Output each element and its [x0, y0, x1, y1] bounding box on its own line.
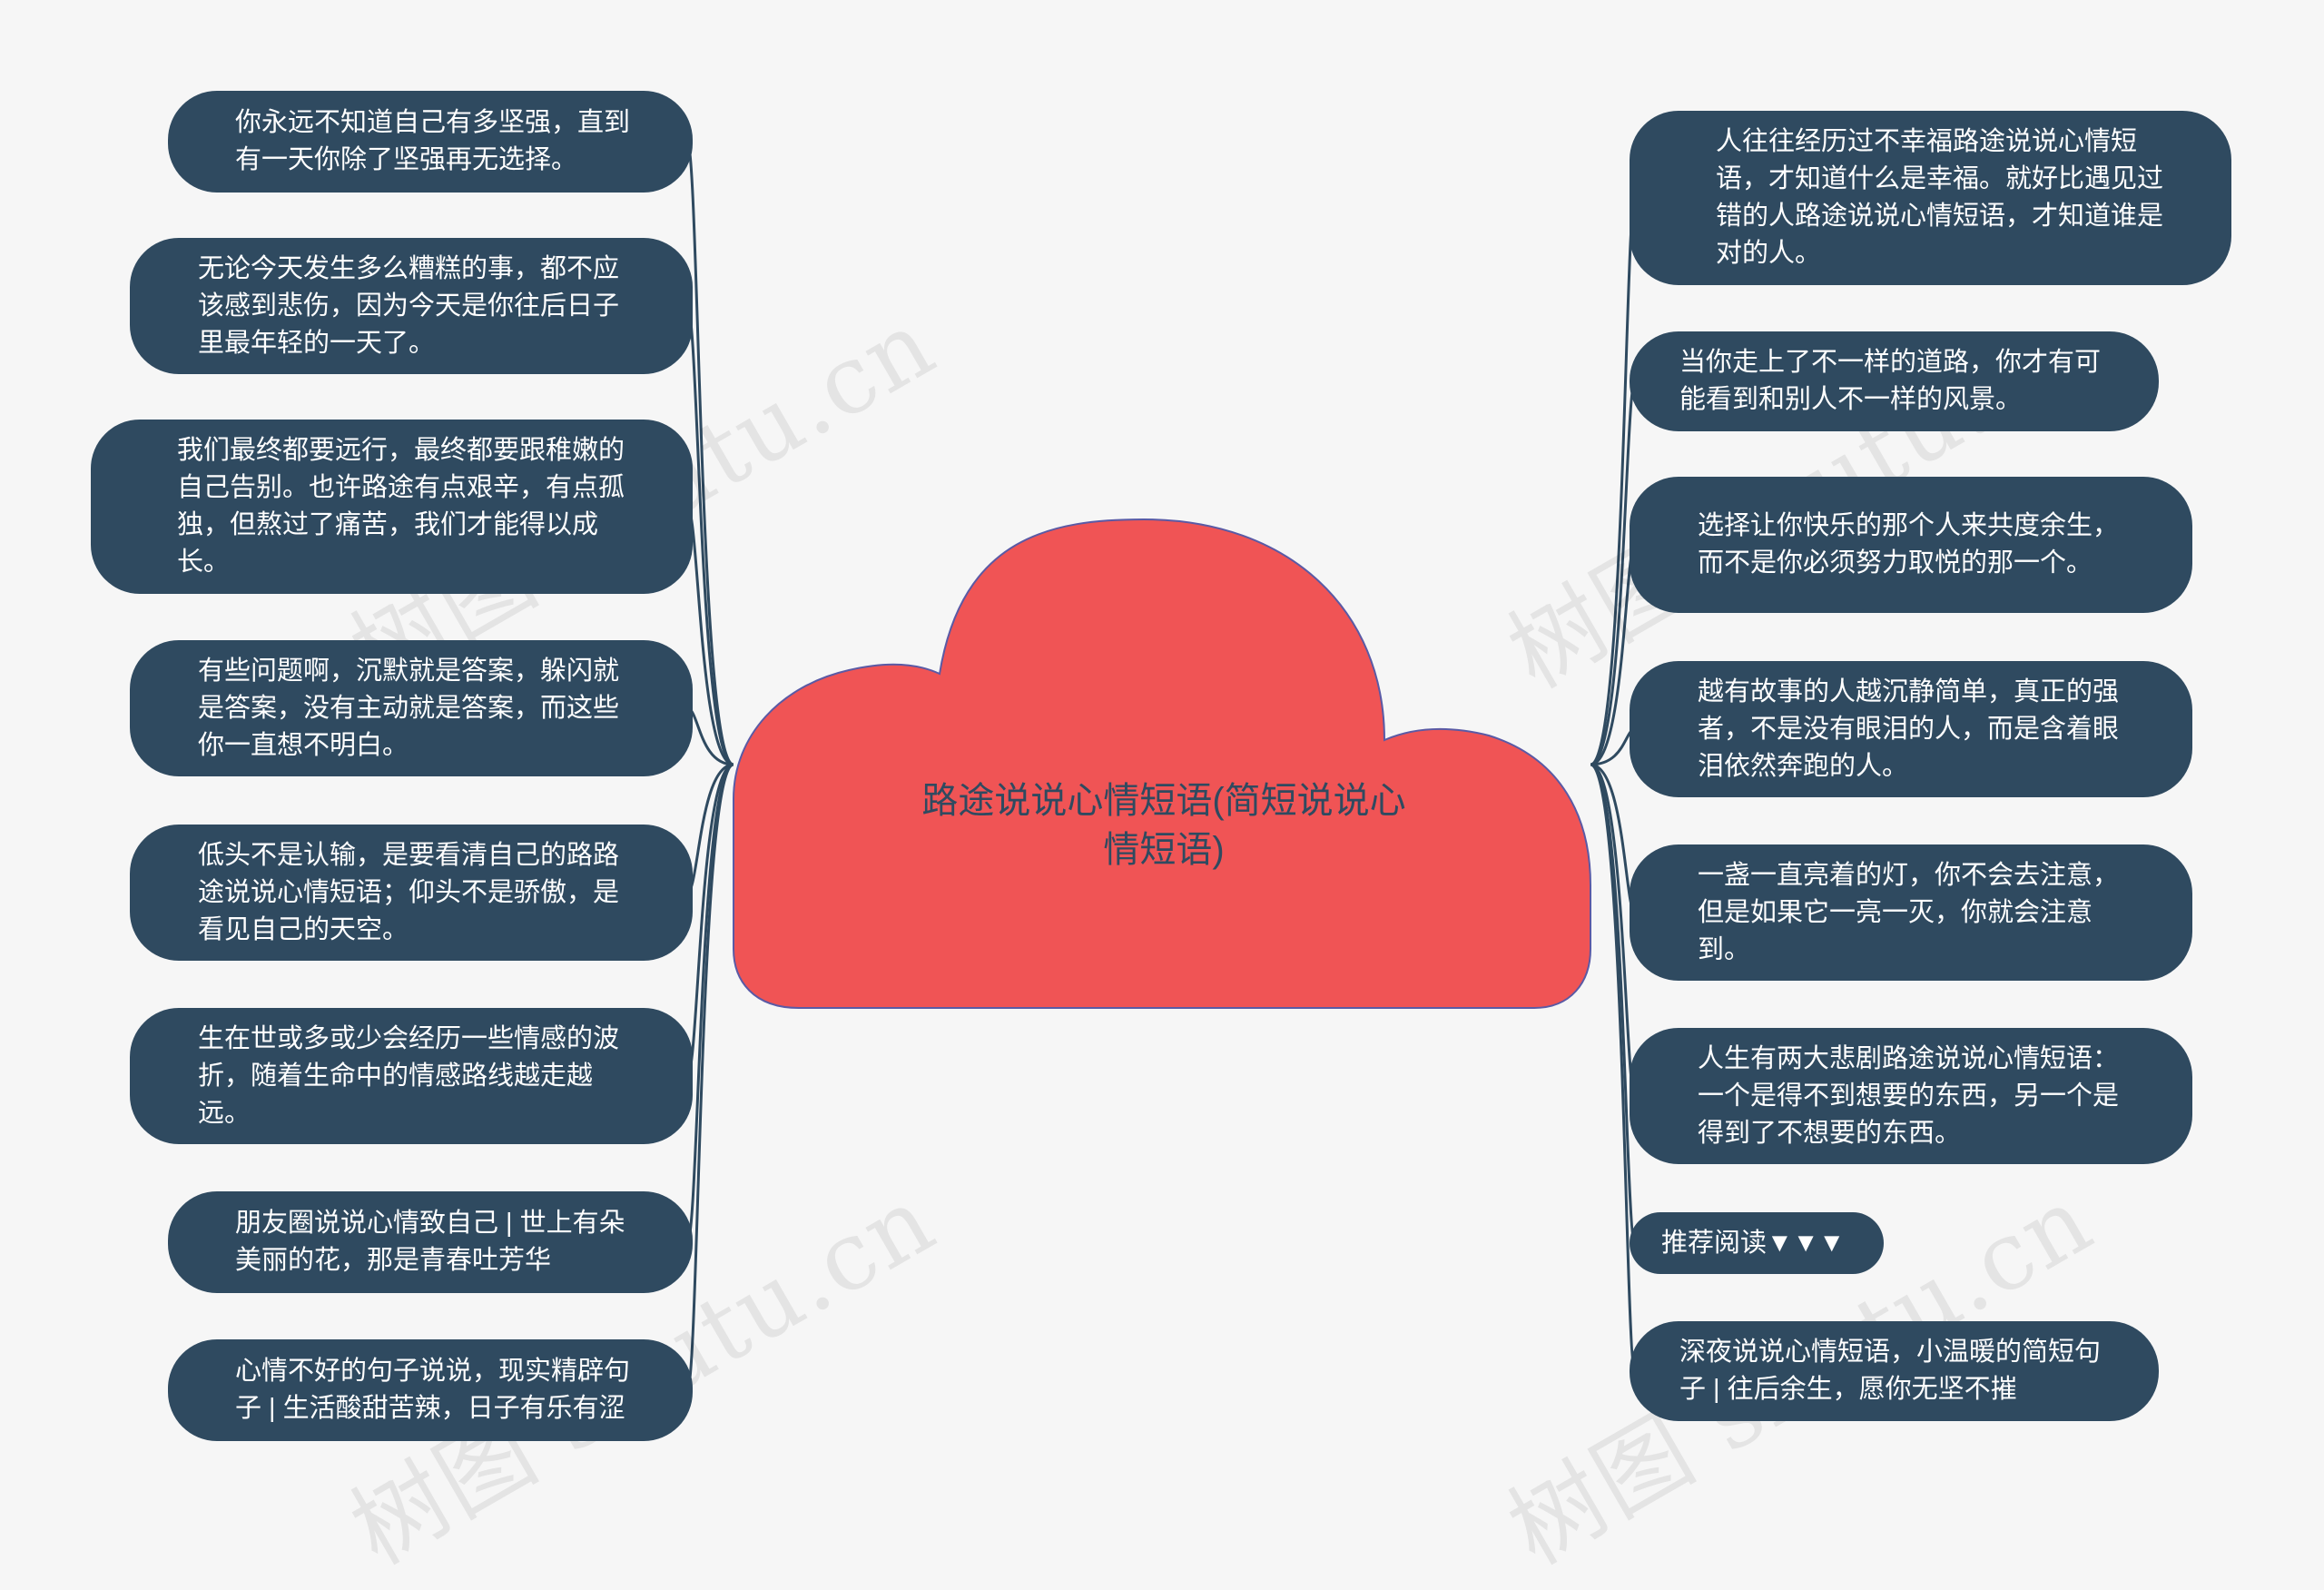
central-topic-title: 路途说说心情短语(简短说说心情短语): [921, 781, 1406, 870]
node-text: 心情不好的句子说说，现实精辟句子 | 生活酸甜苦辣，日子有乐有涩: [235, 1357, 631, 1423]
node-text: 一盏一直亮着的灯，你不会去注意，但是如果它一亮一灭，你就会注意到。: [1698, 860, 2120, 964]
right-node-4[interactable]: 越有故事的人越沉静简单，真正的强者，不是没有眼泪的人，而是含着眼泪依然奔跑的人。: [1630, 661, 2192, 797]
connector-line: [1590, 763, 1637, 1098]
connector-line: [685, 763, 734, 1392]
left-node-5[interactable]: 低头不是认输，是要看清自己的路路途说说心情短语；仰头不是骄傲，是看见自己的天空。: [130, 825, 693, 961]
left-node-3[interactable]: 我们最终都要远行，最终都要跟稚嫩的自己告别。也许路途有点艰辛，有点孤独，但熬过了…: [91, 420, 693, 594]
node-text: 人生有两大悲剧路途说说心情短语：一个是得不到想要的东西，另一个是得到了不想要的东…: [1698, 1043, 2120, 1148]
node-text: 深夜说说心情短语，小温暖的简短句子 | 往后余生，愿你无坚不摧: [1679, 1338, 2102, 1404]
node-text: 有些问题啊，沉默就是答案，躲闪就是答案，没有主动就是答案，而这些你一直想不明白。: [198, 656, 620, 760]
left-node-8[interactable]: 心情不好的句子说说，现实精辟句子 | 生活酸甜苦辣，日子有乐有涩: [168, 1339, 693, 1441]
right-node-3[interactable]: 选择让你快乐的那个人来共度余生，而不是你必须努力取悦的那一个。: [1630, 477, 2192, 613]
central-topic-cloud[interactable]: [733, 518, 1591, 1009]
connector-line: [685, 140, 734, 766]
left-node-6[interactable]: 生在世或多或少会经历一些情感的波折，随着生命中的情感路线越走越远。: [130, 1008, 693, 1144]
node-text: 朋友圈说说心情致自己 | 世上有朵美丽的花，那是青春吐芳华: [235, 1209, 625, 1275]
node-text: 当你走上了不一样的道路，你才有可能看到和别人不一样的风景。: [1679, 348, 2102, 414]
right-node-6[interactable]: 人生有两大悲剧路途说说心情短语：一个是得不到想要的东西，另一个是得到了不想要的东…: [1630, 1028, 2192, 1164]
right-node-7[interactable]: 推荐阅读▼▼▼: [1630, 1212, 1884, 1274]
left-node-4[interactable]: 有些问题啊，沉默就是答案，躲闪就是答案，没有主动就是答案，而这些你一直想不明白。: [130, 640, 693, 776]
node-text: 你永远不知道自己有多坚强，直到有一天你除了坚强再无选择。: [235, 108, 631, 174]
connector-line: [1590, 380, 1637, 766]
right-node-1[interactable]: 人往往经历过不幸福路途说说心情短语，才知道什么是幸福。就好比遇见过错的人路途说说…: [1630, 111, 2231, 285]
node-text: 生在世或多或少会经历一些情感的波折，随着生命中的情感路线越走越远。: [198, 1023, 620, 1128]
right-node-5[interactable]: 一盏一直亮着的灯，你不会去注意，但是如果它一亮一灭，你就会注意到。: [1630, 844, 2192, 981]
node-text: 无论今天发生多么糟糕的事，都不应该感到悲伤，因为今天是你往后日子里最年轻的一天了…: [198, 253, 620, 358]
node-text: 越有故事的人越沉静简单，真正的强者，不是没有眼泪的人，而是含着眼泪依然奔跑的人。: [1698, 676, 2120, 781]
left-node-1[interactable]: 你永远不知道自己有多坚强，直到有一天你除了坚强再无选择。: [168, 91, 693, 193]
node-text: 人往往经历过不幸福路途说说心情短语，才知道什么是幸福。就好比遇见过错的人路途说说…: [1716, 127, 2164, 268]
right-node-8[interactable]: 深夜说说心情短语，小温暖的简短句子 | 往后余生，愿你无坚不摧: [1630, 1321, 2159, 1421]
node-text: 低头不是认输，是要看清自己的路路途说说心情短语；仰头不是骄傲，是看见自己的天空。: [198, 840, 620, 944]
node-text: 推荐阅读▼▼▼: [1661, 1228, 1846, 1258]
connector-line: [1590, 763, 1637, 1373]
node-text: 选择让你快乐的那个人来共度余生，而不是你必须努力取悦的那一个。: [1698, 511, 2120, 578]
right-node-2[interactable]: 当你走上了不一样的道路，你才有可能看到和别人不一样的风景。: [1630, 331, 2159, 431]
node-text: 我们最终都要远行，最终都要跟稚嫩的自己告别。也许路途有点艰辛，有点孤独，但熬过了…: [177, 436, 625, 577]
left-node-2[interactable]: 无论今天发生多么糟糕的事，都不应该感到悲伤，因为今天是你往后日子里最年轻的一天了…: [130, 238, 693, 374]
left-node-7[interactable]: 朋友圈说说心情致自己 | 世上有朵美丽的花，那是青春吐芳华: [168, 1191, 693, 1293]
